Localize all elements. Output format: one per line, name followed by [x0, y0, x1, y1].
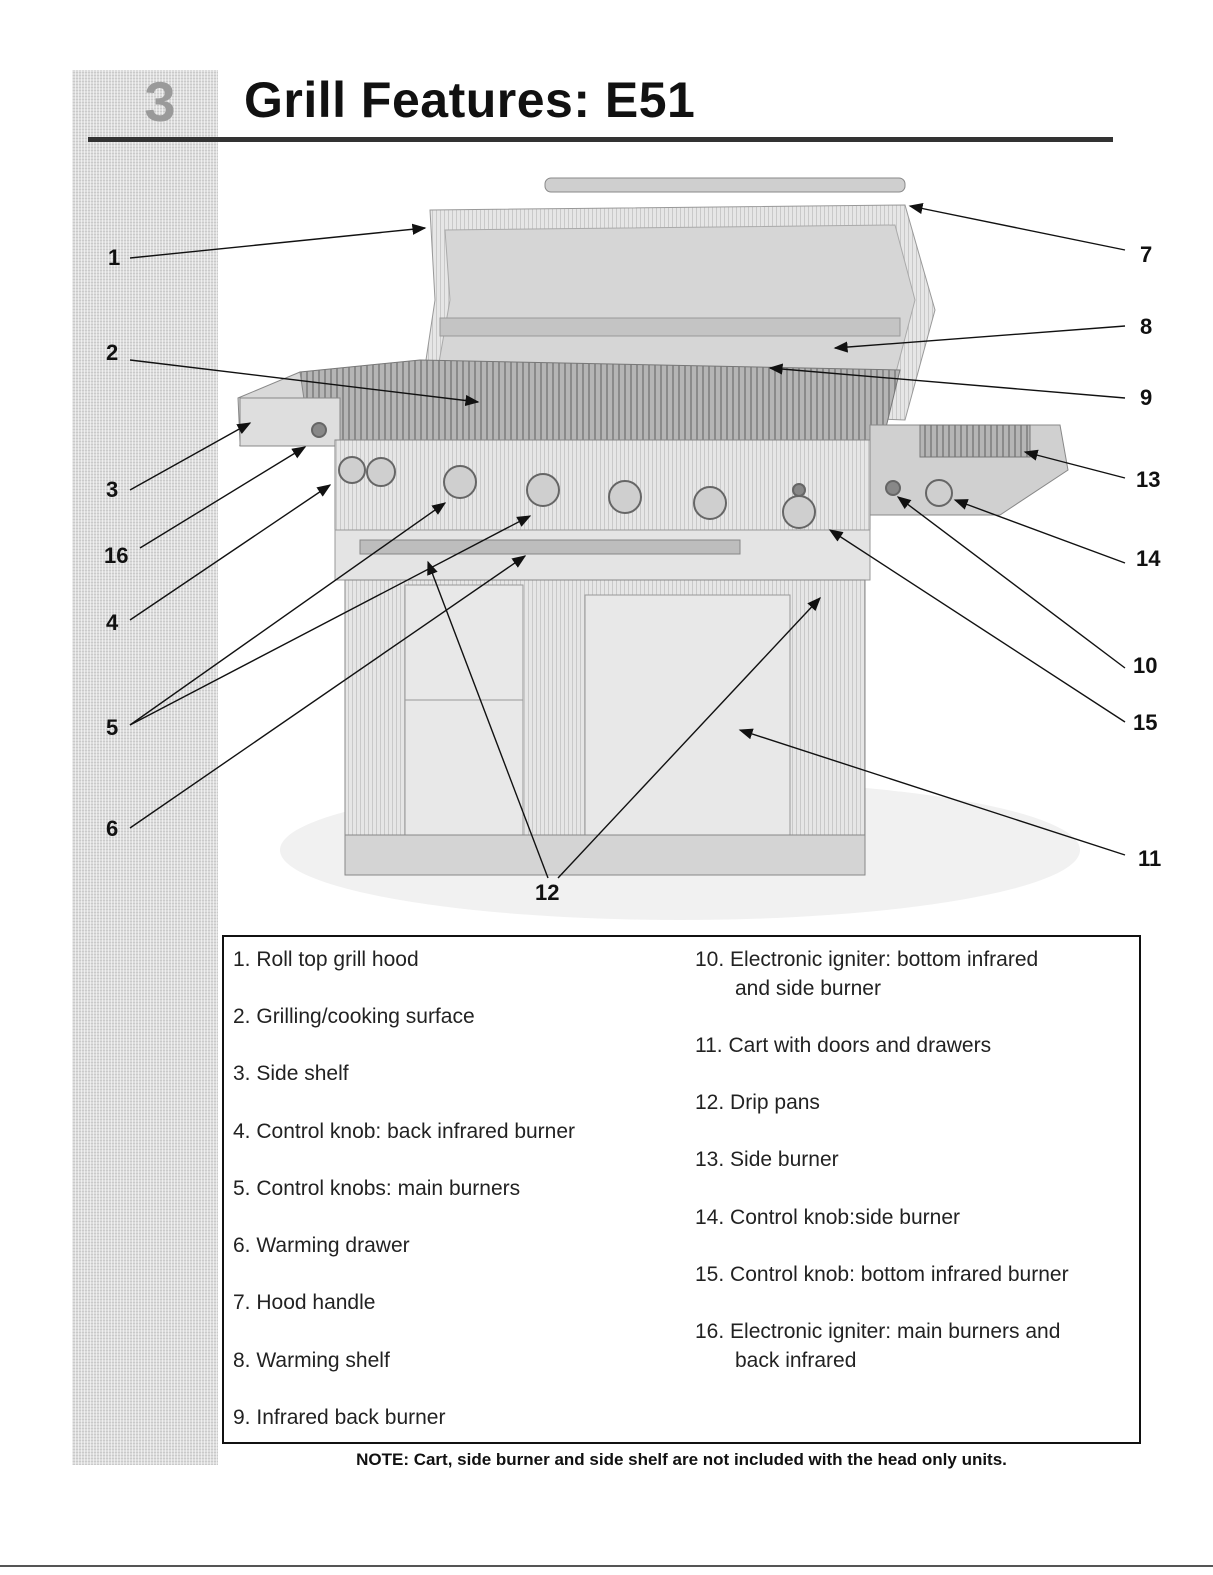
- bottom-rule: [0, 1565, 1213, 1567]
- callout-15: 15: [1133, 710, 1157, 735]
- callout-14: 14: [1136, 546, 1161, 571]
- callout-6: 6: [106, 816, 118, 841]
- feature-item-11: 11. Cart with doors and drawers: [695, 1034, 992, 1057]
- feature-item-9: 9. Infrared back burner: [233, 1406, 446, 1429]
- callout-11: 11: [1138, 846, 1161, 871]
- feature-item-15: 15. Control knob: bottom infrared burner: [695, 1263, 1069, 1286]
- feature-item-13: 13. Side burner: [695, 1148, 839, 1171]
- feature-item-3: 3. Side shelf: [233, 1062, 349, 1085]
- section-number: 3: [144, 70, 176, 133]
- feature-item-12: 12. Drip pans: [695, 1091, 820, 1114]
- footnote: NOTE: Cart, side burner and side shelf a…: [356, 1450, 1007, 1469]
- grill-diagram: 1 2 3 16 4 5 6 7 8 9 13 14 10 15 11 12: [104, 177, 1161, 920]
- callout-10: 10: [1133, 653, 1157, 678]
- feature-item-1: 1. Roll top grill hood: [233, 948, 419, 971]
- callout-1: 1: [108, 245, 120, 270]
- feature-list-box: 1. Roll top grill hood 2. Grilling/cooki…: [222, 935, 1141, 1444]
- callout-7: 7: [1140, 242, 1152, 267]
- callout-9: 9: [1140, 385, 1152, 410]
- callout-2: 2: [106, 340, 118, 365]
- callout-5: 5: [106, 715, 118, 740]
- callout-labels: 1 2 3 16 4 5 6 7 8 9 13 14 10 15 11 12: [104, 242, 1161, 905]
- callout-12: 12: [535, 880, 559, 905]
- callout-4: 4: [106, 610, 119, 635]
- title-rule: [88, 137, 1113, 142]
- feature-item-10: 10. Electronic igniter: bottom infrared …: [695, 948, 1039, 1000]
- section-sidebar: [72, 70, 218, 1465]
- feature-item-7: 7. Hood handle: [233, 1291, 376, 1314]
- feature-item-5: 5. Control knobs: main burners: [233, 1177, 521, 1200]
- feature-item-14: 14. Control knob:side burner: [695, 1206, 961, 1229]
- callout-16: 16: [104, 543, 128, 568]
- feature-item-16: 16. Electronic igniter: main burners and…: [695, 1320, 1061, 1372]
- feature-item-4: 4. Control knob: back infrared burner: [233, 1120, 576, 1143]
- page-title: Grill Features: E51: [244, 72, 696, 128]
- callout-3: 3: [106, 477, 118, 502]
- callout-13: 13: [1136, 467, 1160, 492]
- knobs-illustration: [311, 422, 953, 529]
- cart-illustration: [344, 579, 866, 876]
- callout-8: 8: [1140, 314, 1152, 339]
- feature-item-2: 2. Grilling/cooking surface: [233, 1005, 475, 1028]
- feature-item-8: 8. Warming shelf: [233, 1349, 390, 1372]
- feature-item-6: 6. Warming drawer: [233, 1234, 410, 1257]
- leader-lines: [129, 203, 1126, 879]
